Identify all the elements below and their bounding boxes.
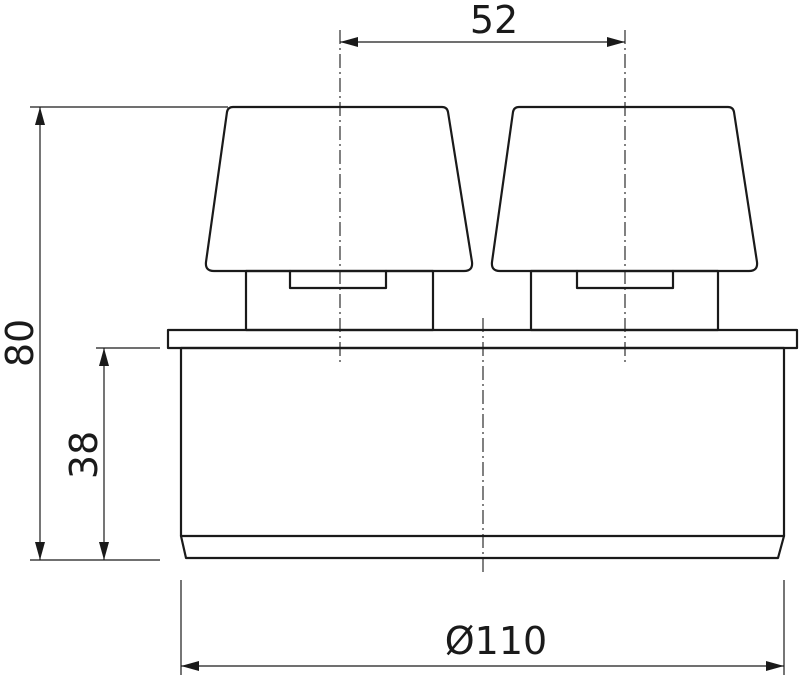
right-valve-cap — [490, 105, 759, 273]
dimension-total-height-label: 80 — [0, 319, 42, 367]
dimension-total-height: 80 — [0, 106, 228, 561]
dimension-body-height: 38 — [62, 347, 160, 560]
body-chamfer — [179, 534, 786, 560]
dimension-spacing: 52 — [340, 0, 625, 47]
left-valve — [204, 105, 474, 332]
dimension-spacing-label: 52 — [470, 0, 518, 42]
dimension-diameter: Ø110 — [180, 580, 785, 675]
left-valve-cap — [204, 105, 474, 273]
left-valve-slot — [288, 269, 388, 290]
dimension-diameter-label: Ø110 — [445, 619, 547, 663]
dimension-body-height-label: 38 — [62, 431, 106, 479]
